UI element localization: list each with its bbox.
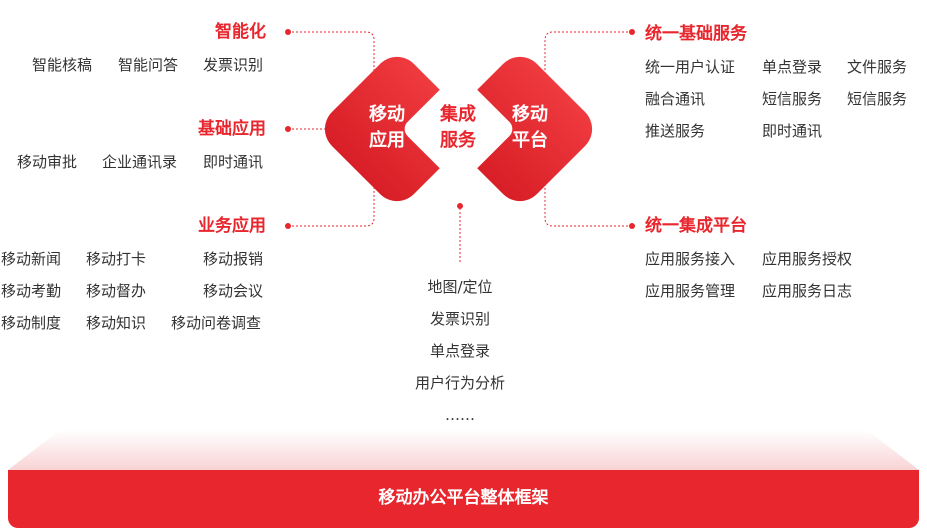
- connector-integration: [544, 165, 632, 227]
- right-diamond: [447, 56, 593, 202]
- item-business-3: 移动报销: [203, 250, 264, 268]
- item-integration-2: 应用服务授权: [762, 250, 853, 268]
- platform-bar: [8, 470, 919, 528]
- middle-diamond-label: 集成 服务: [440, 104, 476, 151]
- item-integration-3: 应用服务管理: [645, 282, 736, 300]
- connector-business: [288, 165, 375, 227]
- left-diamond-label: 移动 应用: [369, 104, 405, 151]
- center-item-ellipsis: ……: [445, 406, 475, 424]
- section-title-intelligent: 智能化: [215, 22, 266, 42]
- item-foundation-8: 即时通讯: [762, 122, 823, 140]
- left-diamond: [324, 56, 470, 202]
- item-basic-1: 移动审批: [17, 153, 78, 171]
- center-item-4: 用户行为分析: [414, 374, 505, 392]
- center-item-3: 单点登录: [429, 342, 490, 360]
- section-title-integration: 统一集成平台: [645, 216, 747, 236]
- item-business-2: 移动打卡: [86, 250, 147, 268]
- section-title-business: 业务应用: [198, 216, 266, 236]
- right-diamond-label: 移动 平台: [512, 104, 548, 151]
- item-foundation-1: 统一用户认证: [645, 58, 736, 76]
- connector-foundation: [544, 31, 632, 92]
- item-integration-4: 应用服务日志: [762, 282, 853, 300]
- item-intelligent-2: 智能问答: [118, 56, 179, 74]
- center-item-1: 地图/定位: [427, 278, 493, 296]
- item-business-8: 移动知识: [86, 314, 147, 332]
- item-basic-2: 企业通讯录: [102, 153, 178, 171]
- platform-glow: [8, 430, 919, 470]
- item-business-6: 移动会议: [203, 282, 264, 300]
- connector-dot-center: [457, 203, 463, 209]
- connector-dot-integration: [629, 223, 635, 229]
- item-integration-1: 应用服务接入: [645, 250, 736, 268]
- item-business-7: 移动制度: [1, 314, 62, 332]
- connector-dot-foundation: [629, 29, 635, 35]
- item-intelligent-1: 智能核稿: [32, 56, 93, 74]
- item-business-4: 移动考勤: [1, 282, 62, 300]
- item-foundation-7: 推送服务: [645, 122, 706, 140]
- item-foundation-2: 单点登录: [762, 58, 823, 76]
- item-business-5: 移动督办: [86, 282, 147, 300]
- section-title-foundation: 统一基础服务: [645, 24, 747, 44]
- item-foundation-5: 短信服务: [762, 90, 823, 108]
- connector-dot-basic: [285, 126, 291, 132]
- item-business-1: 移动新闻: [1, 250, 62, 268]
- center-item-2: 发票识别: [429, 310, 490, 328]
- connector-dot-intelligent: [285, 29, 291, 35]
- connector-dot-business: [285, 223, 291, 229]
- item-foundation-4: 融合通讯: [645, 90, 706, 108]
- item-foundation-3: 文件服务: [847, 58, 908, 76]
- connector-intelligent: [288, 31, 375, 92]
- section-title-basic: 基础应用: [198, 119, 266, 139]
- item-business-9: 移动问卷调查: [171, 314, 262, 332]
- item-intelligent-3: 发票识别: [203, 56, 264, 74]
- item-foundation-6: 短信服务: [847, 90, 908, 108]
- item-basic-3: 即时通讯: [203, 153, 264, 171]
- platform-title: 移动办公平台整体框架: [378, 488, 549, 508]
- middle-diamond: [404, 75, 513, 183]
